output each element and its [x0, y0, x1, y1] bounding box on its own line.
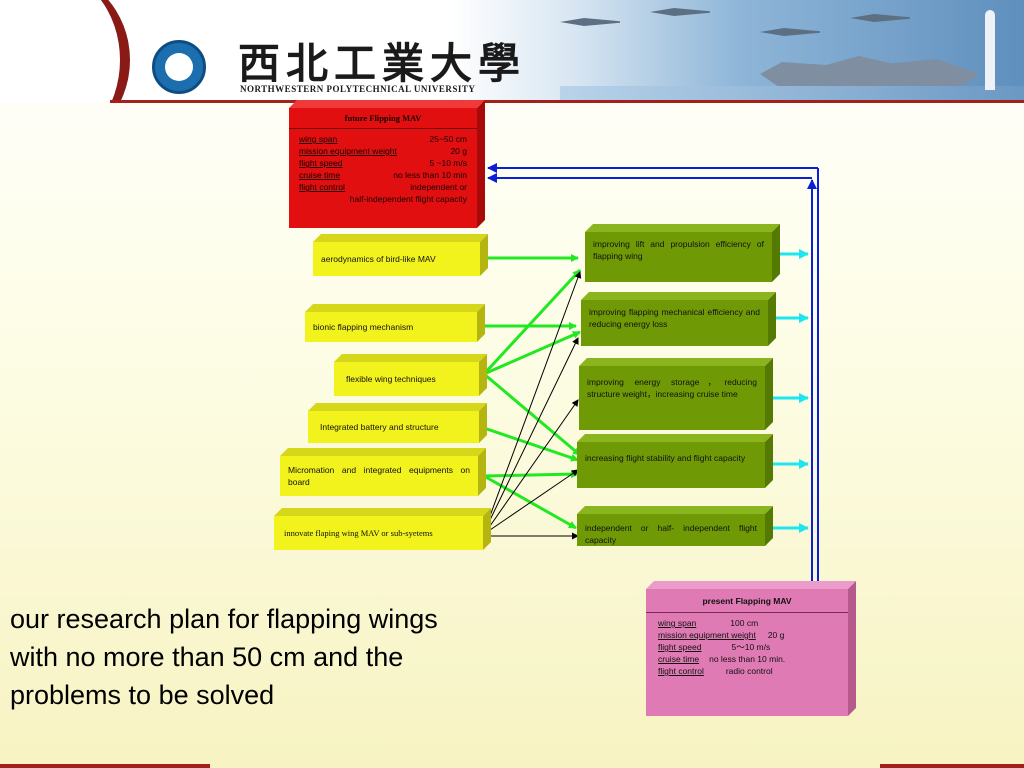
arrow-flex-mech [483, 330, 581, 376]
box-bionic-label: bionic flapping mechanism [305, 312, 477, 342]
box-battery-label: Integrated battery and structure [308, 411, 479, 443]
box-lift-efficiency-label: improving lift and propulsion efficiency… [585, 232, 772, 282]
box-independent-control: independent or half- independent flight … [577, 514, 765, 546]
university-english-name: NORTHWESTERN POLYTECHNICAL UNIVERSITY [240, 84, 476, 94]
arrow-battery-stab [483, 426, 579, 462]
arrow-innov-stab [489, 469, 579, 531]
box-flight-stability: increasing flight stability and flight c… [577, 442, 765, 488]
university-header: 西北工業大學 NORTHWESTERN POLYTECHNICAL UNIVER… [0, 0, 1024, 102]
future-box-divider [289, 128, 477, 129]
university-seal-logo [152, 40, 206, 94]
seal-center [165, 53, 193, 81]
arrow-innov-energy [489, 399, 579, 527]
future-spec-tail: half-independent flight capacity [349, 194, 467, 204]
arrow-micro-indep [483, 474, 577, 530]
present-box-title: present Flapping MAV [702, 596, 792, 606]
present-box-divider [646, 612, 848, 613]
box-flexible-wing-label: flexible wing techniques [334, 362, 479, 396]
future-box-title: future Flipping MAV [344, 113, 422, 123]
warship-image [760, 56, 980, 86]
rocket-image [985, 10, 995, 90]
jet-image [760, 28, 820, 36]
box-micromation-label: Micromation and integrated equipments on… [280, 456, 478, 496]
footer-accent-right [880, 764, 1024, 768]
arrow-flex-lift [482, 268, 582, 376]
header-divider [110, 100, 1024, 103]
arrow-innov-mech [489, 337, 579, 521]
header-swoosh-decoration [0, 0, 130, 102]
jet-image [850, 14, 910, 22]
box-innovate-label: innovate flaping wing MAV or sub-syetems [274, 516, 483, 550]
box-micromation: Micromation and integrated equipments on… [280, 456, 478, 496]
box-lift-efficiency: improving lift and propulsion efficiency… [585, 232, 772, 282]
box-bionic: bionic flapping mechanism [305, 312, 477, 342]
footer-accent-left [0, 764, 210, 768]
arrow-flex-stab [483, 372, 581, 457]
arrow-micro-stab [483, 470, 579, 479]
arrow-innov-lift [489, 271, 582, 517]
box-aerodynamics: aerodynamics of bird-like MAV [313, 242, 480, 276]
slide-caption: our research plan for flapping wings wit… [10, 604, 438, 710]
box-independent-control-label: independent or half- independent flight … [577, 514, 765, 546]
box-battery: Integrated battery and structure [308, 411, 479, 443]
jet-image [560, 18, 620, 26]
box-mechanical-efficiency-label: improving flapping mechanical efficiency… [581, 300, 768, 346]
box-flight-stability-label: increasing flight stability and flight c… [577, 442, 765, 488]
header-sea-image [560, 86, 1024, 102]
box-innovate: innovate flaping wing MAV or sub-syetems [274, 516, 483, 550]
box-energy-storage-label: improving energy storage，reducing struct… [579, 366, 765, 430]
box-flexible-wing: flexible wing techniques [334, 362, 479, 396]
box-mechanical-efficiency: improving flapping mechanical efficiency… [581, 300, 768, 346]
box-energy-storage: improving energy storage，reducing struct… [579, 366, 765, 430]
box-aerodynamics-label: aerodynamics of bird-like MAV [313, 242, 480, 276]
jet-image [650, 8, 710, 16]
university-chinese-name: 西北工業大學 [238, 39, 527, 88]
